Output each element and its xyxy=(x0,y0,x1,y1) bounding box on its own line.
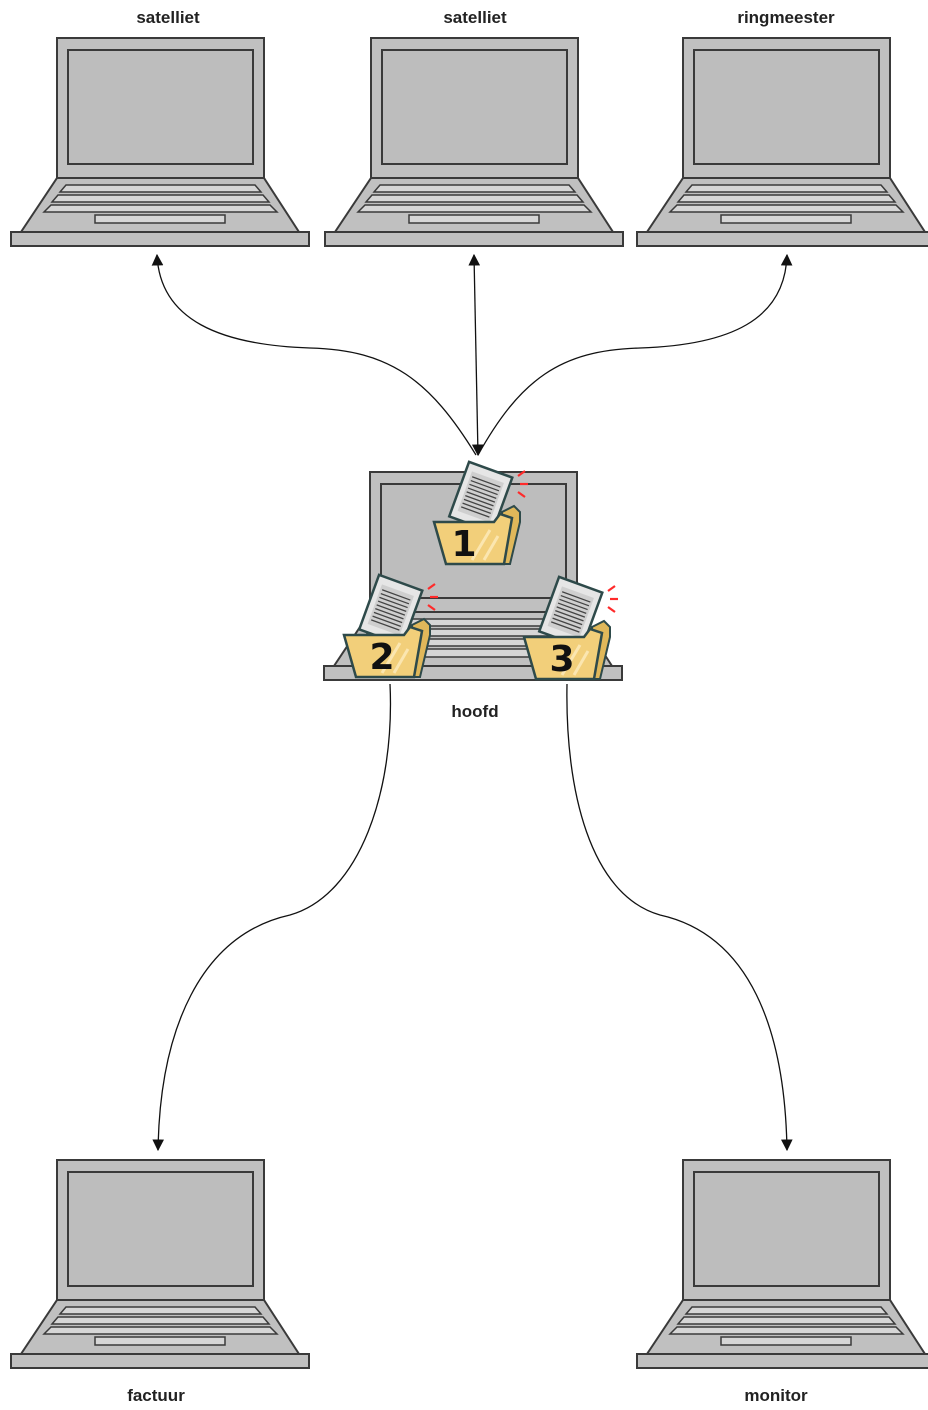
laptop-satelliet-middle xyxy=(324,37,624,247)
folder-1-number: 1 xyxy=(451,524,476,565)
label-satelliet-left: satelliet xyxy=(136,8,200,27)
folder-1: 1 xyxy=(432,460,530,566)
laptop-factuur xyxy=(10,1159,310,1369)
label-ringmeester: ringmeester xyxy=(737,8,835,27)
folder-3: 3 xyxy=(522,575,620,681)
connector-hoofd-ringmeester xyxy=(477,253,793,456)
label-hoofd: hoofd xyxy=(451,702,499,721)
connector-hoofd-factuur xyxy=(152,683,392,1152)
laptop-satelliet-left xyxy=(10,37,310,247)
label-factuur: factuur xyxy=(127,1386,185,1405)
connector-hoofd-satelliet-left xyxy=(151,253,477,456)
folder-2: 2 xyxy=(342,573,440,679)
connector-hoofd-satelliet-middle xyxy=(468,253,484,457)
label-satelliet-middle: satelliet xyxy=(443,8,507,27)
label-monitor: monitor xyxy=(744,1386,808,1405)
laptop-monitor xyxy=(636,1159,928,1369)
folder-3-number: 3 xyxy=(549,639,574,680)
folder-2-number: 2 xyxy=(369,637,394,678)
connector-hoofd-monitor xyxy=(566,683,793,1152)
laptop-ringmeester xyxy=(636,37,928,247)
